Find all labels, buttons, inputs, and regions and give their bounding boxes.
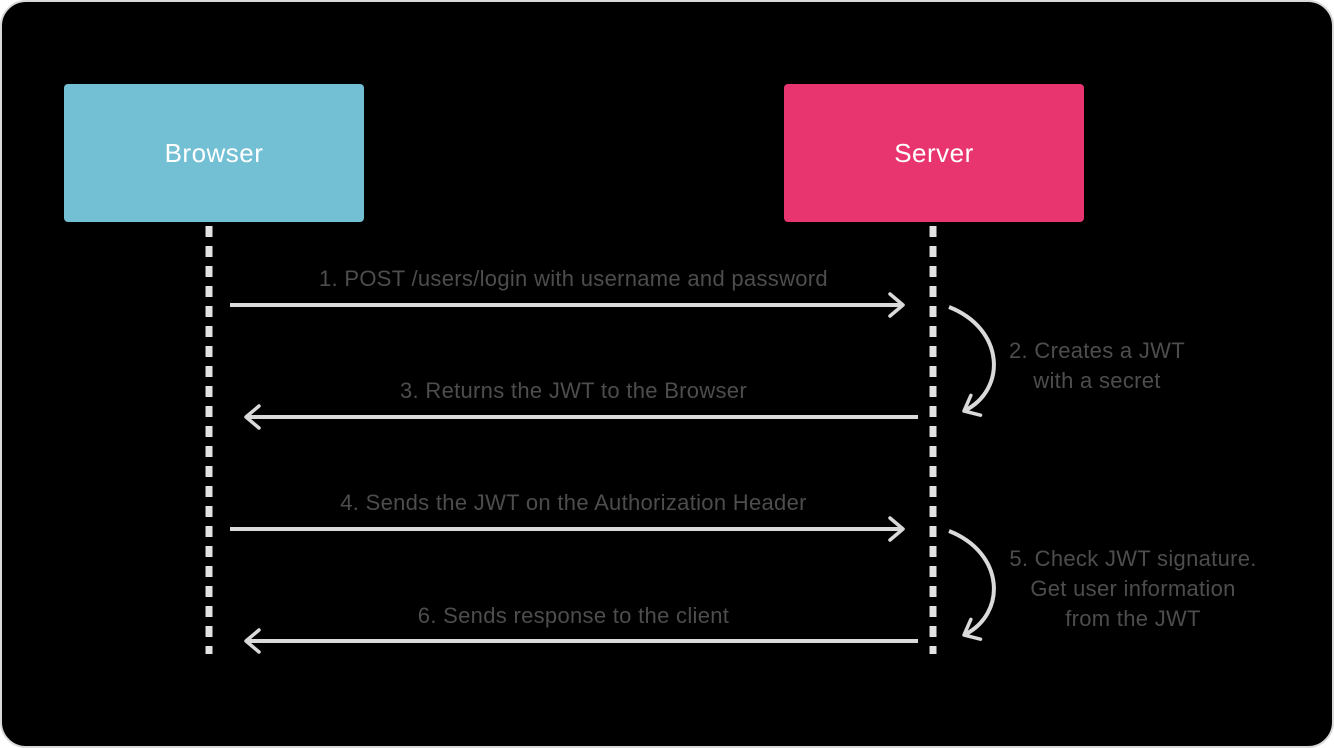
note-line: Get user information xyxy=(1030,576,1236,601)
message-label-6: 6. Sends response to the client xyxy=(417,603,730,628)
server-actor-box: Server xyxy=(784,84,1084,222)
message-label-4: 4. Sends the JWT on the Authorization He… xyxy=(340,490,807,515)
note-line: 5. Check JWT signature. xyxy=(1009,546,1257,571)
browser-actor-box: Browser xyxy=(64,84,364,222)
browser-actor-label: Browser xyxy=(164,137,264,168)
message-label-1: 1. POST /users/login with username and p… xyxy=(319,266,828,291)
server-actor-label: Server xyxy=(894,137,974,168)
self-loop-arrow-5 xyxy=(948,529,996,641)
note-line: 2. Creates a JWT xyxy=(1009,338,1185,363)
self-loop-arrow-2 xyxy=(948,305,996,417)
note-check-jwt: 5. Check JWT signature. Get user informa… xyxy=(1002,544,1264,634)
note-creates-jwt: 2. Creates a JWT with a secret xyxy=(1000,336,1194,396)
note-line: from the JWT xyxy=(1065,606,1201,631)
message-label-3: 3. Returns the JWT to the Browser xyxy=(400,378,747,403)
note-line: with a secret xyxy=(1033,368,1161,393)
